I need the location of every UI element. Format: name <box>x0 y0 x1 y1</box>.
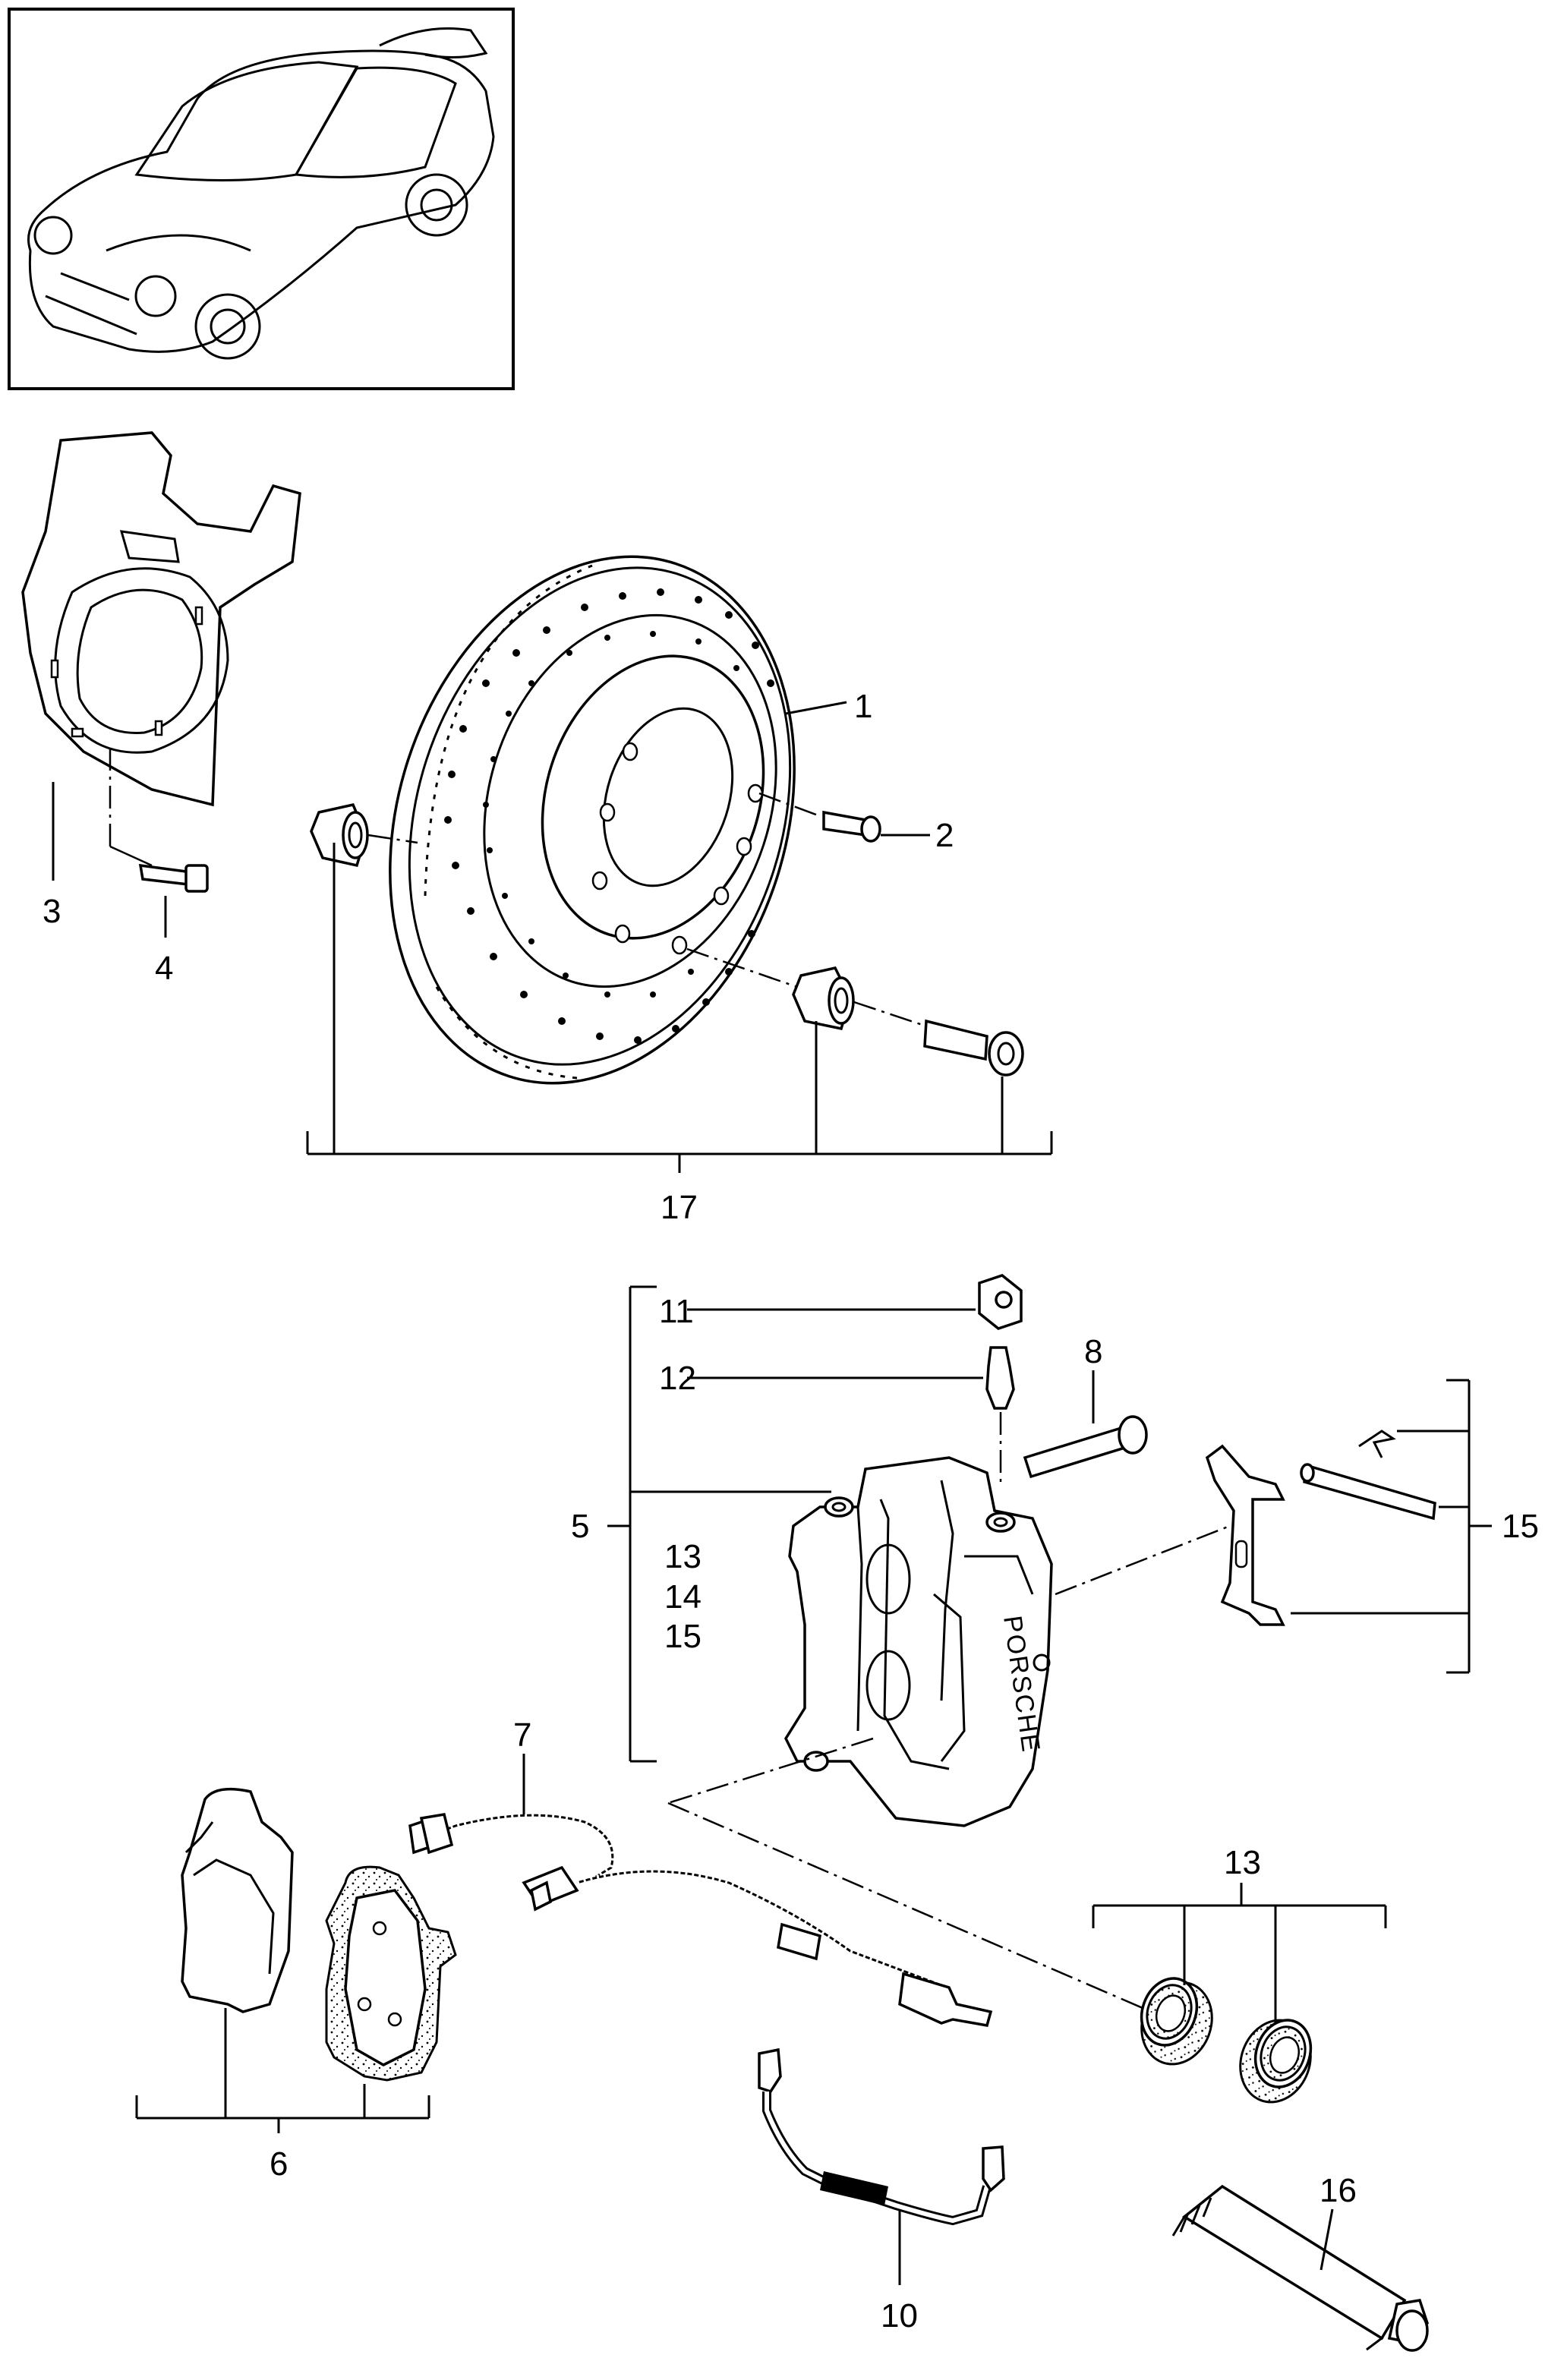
callout-12: 12 <box>659 1360 696 1397</box>
pad-pin <box>1300 1463 1436 1521</box>
callout-6: 6 <box>270 2145 288 2183</box>
brake-hose-part-10 <box>758 2047 1005 2285</box>
pad-retainer <box>1205 1444 1285 1626</box>
leaders-upper <box>52 701 930 938</box>
brake-shield-part-3 <box>21 431 301 807</box>
long-bolt <box>923 1019 1024 1077</box>
wear-sensor-part-7 <box>408 1754 993 2028</box>
piston-seal-1 <box>1140 1977 1213 2066</box>
callout-3: 3 <box>43 893 61 930</box>
bleed-valve-part-12 <box>687 1346 1015 1488</box>
callout-13-caliper: 13 <box>664 1538 702 1575</box>
disc-screw-part-2 <box>758 792 881 843</box>
callout-17: 17 <box>661 1189 698 1226</box>
caliper-bolt-part-8 <box>1023 1370 1148 1479</box>
bracket-13 <box>1092 1883 1387 2023</box>
callout-11: 11 <box>659 1293 694 1330</box>
brake-pad-right <box>325 1865 457 2082</box>
callout-14: 14 <box>664 1578 702 1616</box>
bolt-part-4 <box>109 748 209 893</box>
paste-tube-part-16 <box>1171 2184 1430 2352</box>
callout-1: 1 <box>854 688 872 725</box>
bracket-6 <box>135 2008 430 2133</box>
spacer-left <box>310 802 418 868</box>
callout-16: 16 <box>1319 2172 1357 2209</box>
callout-2: 2 <box>935 817 954 854</box>
car-thumbnail <box>8 8 515 390</box>
bracket-17 <box>306 843 1053 1173</box>
callout-7: 7 <box>513 1716 531 1754</box>
brake-caliper: PORSCHE <box>784 1456 1053 1827</box>
callout-10: 10 <box>881 2297 918 2334</box>
bracket-5 <box>607 1285 831 1763</box>
pin-clip <box>1358 1430 1396 1458</box>
brake-disc-part-1 <box>389 555 796 1085</box>
piston-seal-2 <box>1239 2019 1313 2104</box>
callout-4: 4 <box>155 950 173 987</box>
callout-15: 15 <box>1502 1508 1539 1545</box>
callout-15-caliper: 15 <box>664 1618 702 1655</box>
callout-8: 8 <box>1084 1333 1102 1370</box>
brake-pad-left <box>181 1787 294 2013</box>
spacer-right <box>686 947 923 1031</box>
callout-5: 5 <box>571 1508 589 1545</box>
callout-13-seals: 13 <box>1224 1844 1261 1881</box>
porsche-911-car-icon <box>27 27 495 360</box>
caliper-leaders <box>667 1524 1231 2010</box>
bleed-cap-part-11 <box>687 1274 1023 1330</box>
bracket-15 <box>1291 1379 1492 1674</box>
